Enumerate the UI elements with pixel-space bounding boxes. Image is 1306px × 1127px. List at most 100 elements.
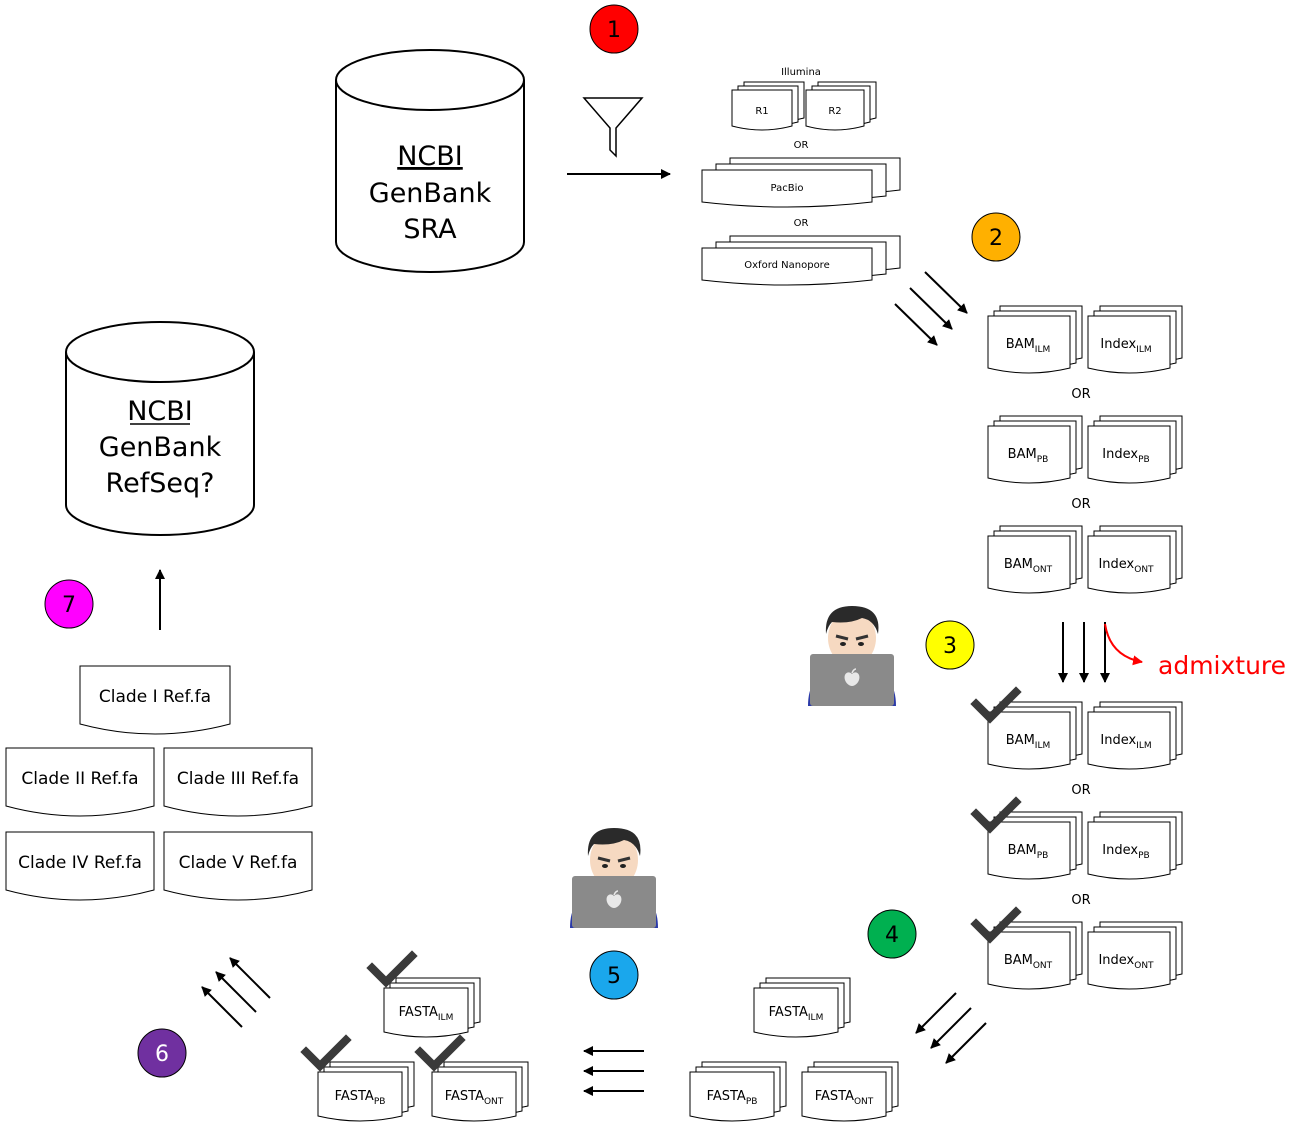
- reads-or-2: OR: [794, 218, 809, 229]
- pacbio-label: PacBio: [771, 183, 804, 194]
- fasta-label-pb: FASTAPB: [335, 1089, 386, 1107]
- fasta-files-raw: FASTAILM FASTAPB FASTAONT: [689, 977, 899, 1122]
- analyst-person-icon-2: [568, 826, 660, 928]
- fasta-file-stack-ont: FASTAONT: [801, 1061, 899, 1122]
- index-label-pb: IndexPB: [1102, 447, 1149, 465]
- fasta-label-ilm: FASTAILM: [769, 1005, 824, 1023]
- clade-ref-doc-2: Clade II Ref.fa: [5, 747, 155, 817]
- fasta-file-stack-pb: FASTAPB: [317, 1061, 415, 1122]
- step-2-marker: 2: [971, 212, 1021, 262]
- fasta-check-icon-ilm: [366, 950, 418, 988]
- fasta-files-qc: FASTAILM FASTAPB FASTAONT: [300, 950, 529, 1122]
- alignment-or-label: OR: [1071, 387, 1090, 402]
- clade-ref-doc-1: Clade I Ref.fa: [79, 665, 231, 735]
- fasta-label-ont: FASTAONT: [445, 1089, 504, 1107]
- fasta-label-ont: FASTAONT: [815, 1089, 874, 1107]
- alignment-files-raw: BAMILM IndexILM OR BAMPB IndexPB OR BAMONT Inde…: [987, 305, 1183, 594]
- bam-label-ont: BAMONT: [1004, 557, 1053, 575]
- target-db-line1: NCBI: [127, 396, 193, 427]
- analyst-person-icon-1: [806, 604, 898, 706]
- r2-stack: R2: [805, 81, 877, 131]
- clade-ref-doc-4: Clade IV Ref.fa: [5, 831, 155, 901]
- fasta-check-icon-ont: [414, 1034, 466, 1072]
- bam-label-pb: BAMPB: [1008, 843, 1049, 861]
- clade-ref-label: Clade V Ref.fa: [179, 853, 298, 873]
- step-7-marker: 7: [44, 579, 94, 629]
- index-file-stack-ont: IndexONT: [1087, 921, 1183, 990]
- index-file-stack-ilm: IndexILM: [1087, 701, 1183, 770]
- fasta-file-stack-ilm: FASTAILM: [383, 977, 481, 1038]
- r2-label: R2: [828, 106, 841, 117]
- pacbio-stack: PacBio: [701, 157, 901, 208]
- raw-reads-group: Illumina R1 R2 OR PacBio OR Oxford Nanop…: [701, 67, 901, 286]
- r1-stack: R1: [731, 81, 805, 131]
- clade-ref-label: Clade IV Ref.fa: [18, 853, 142, 873]
- fasta-file-stack-pb: FASTAPB: [689, 1061, 787, 1122]
- step-5-marker: 5: [589, 950, 639, 1000]
- fasta-file-stack-ont: FASTAONT: [431, 1061, 529, 1122]
- clade-ref-label: Clade II Ref.fa: [21, 769, 138, 789]
- bam-label-ilm: BAMILM: [1006, 337, 1050, 355]
- arrows-to-fasta-qc: [583, 1046, 644, 1096]
- step-number: 7: [62, 593, 76, 618]
- bam-file-stack-ont: BAMONT: [987, 525, 1083, 594]
- source-db-line3: SRA: [403, 214, 457, 245]
- step-number: 3: [943, 634, 957, 659]
- alignment-or-label: OR: [1071, 497, 1090, 512]
- bam-label-ont: BAMONT: [1004, 953, 1053, 971]
- step-6-marker: 6: [137, 1028, 187, 1078]
- fasta-check-icon-pb: [300, 1034, 352, 1072]
- step-number: 2: [989, 226, 1003, 251]
- bam-file-stack-pb: BAMPB: [987, 415, 1083, 484]
- step-number: 1: [607, 18, 621, 43]
- source-database-cylinder: NCBI GenBank SRA: [335, 49, 525, 273]
- fasta-file-stack-ilm: FASTAILM: [753, 977, 851, 1038]
- target-db-line2: GenBank: [99, 432, 222, 463]
- admixture-arrow: [1104, 623, 1143, 666]
- clade-ref-doc-5: Clade V Ref.fa: [163, 831, 313, 901]
- qc-check-icon-pb: [970, 796, 1022, 834]
- ont-label: Oxford Nanopore: [744, 260, 829, 271]
- arrows-to-qc: admixture: [1058, 622, 1286, 683]
- qc-check-icon-ilm: [970, 686, 1022, 724]
- bam-file-stack-pb: BAMPB: [987, 811, 1083, 880]
- bam-file-stack-ilm: BAMILM: [987, 701, 1083, 770]
- bam-label-ilm: BAMILM: [1006, 733, 1050, 751]
- qc-check-icon-ont: [970, 906, 1022, 944]
- clade-ref-label: Clade III Ref.fa: [177, 769, 299, 789]
- source-db-line2: GenBank: [369, 178, 492, 209]
- index-label-ilm: IndexILM: [1100, 733, 1151, 751]
- admixture-label: admixture: [1158, 651, 1286, 680]
- step-1-marker: 1: [589, 4, 639, 54]
- arrows-to-clade-refs: [201, 957, 271, 1028]
- ont-stack: Oxford Nanopore: [701, 235, 901, 286]
- step-4-marker: 4: [867, 909, 917, 959]
- step-number: 5: [607, 964, 621, 989]
- reads-or-1: OR: [794, 140, 809, 151]
- filter-funnel-icon: [582, 97, 644, 158]
- clade-ref-label: Clade I Ref.fa: [99, 687, 211, 707]
- fasta-label-pb: FASTAPB: [707, 1089, 758, 1107]
- index-file-stack-pb: IndexPB: [1087, 811, 1183, 880]
- clade-ref-doc-3: Clade III Ref.fa: [163, 747, 313, 817]
- step-markers: 1 2 3 4 5 6 7: [44, 4, 1021, 1078]
- r1-label: R1: [755, 106, 768, 117]
- arrows-to-fasta: [915, 992, 987, 1064]
- alignment-or-label: OR: [1071, 893, 1090, 908]
- bam-file-stack-ont: BAMONT: [987, 921, 1083, 990]
- source-db-line1: NCBI: [397, 141, 463, 172]
- index-file-stack-ilm: IndexILM: [1087, 305, 1183, 374]
- index-label-ilm: IndexILM: [1100, 337, 1151, 355]
- illumina-label: Illumina: [781, 67, 821, 78]
- index-label-pb: IndexPB: [1102, 843, 1149, 861]
- index-file-stack-ont: IndexONT: [1087, 525, 1183, 594]
- arrows-to-alignment: [894, 271, 968, 346]
- index-label-ont: IndexONT: [1098, 953, 1154, 971]
- step-number: 6: [155, 1042, 169, 1067]
- index-file-stack-pb: IndexPB: [1087, 415, 1183, 484]
- index-label-ont: IndexONT: [1098, 557, 1154, 575]
- bam-label-pb: BAMPB: [1008, 447, 1049, 465]
- target-database-cylinder: NCBI GenBank RefSeq?: [65, 321, 255, 536]
